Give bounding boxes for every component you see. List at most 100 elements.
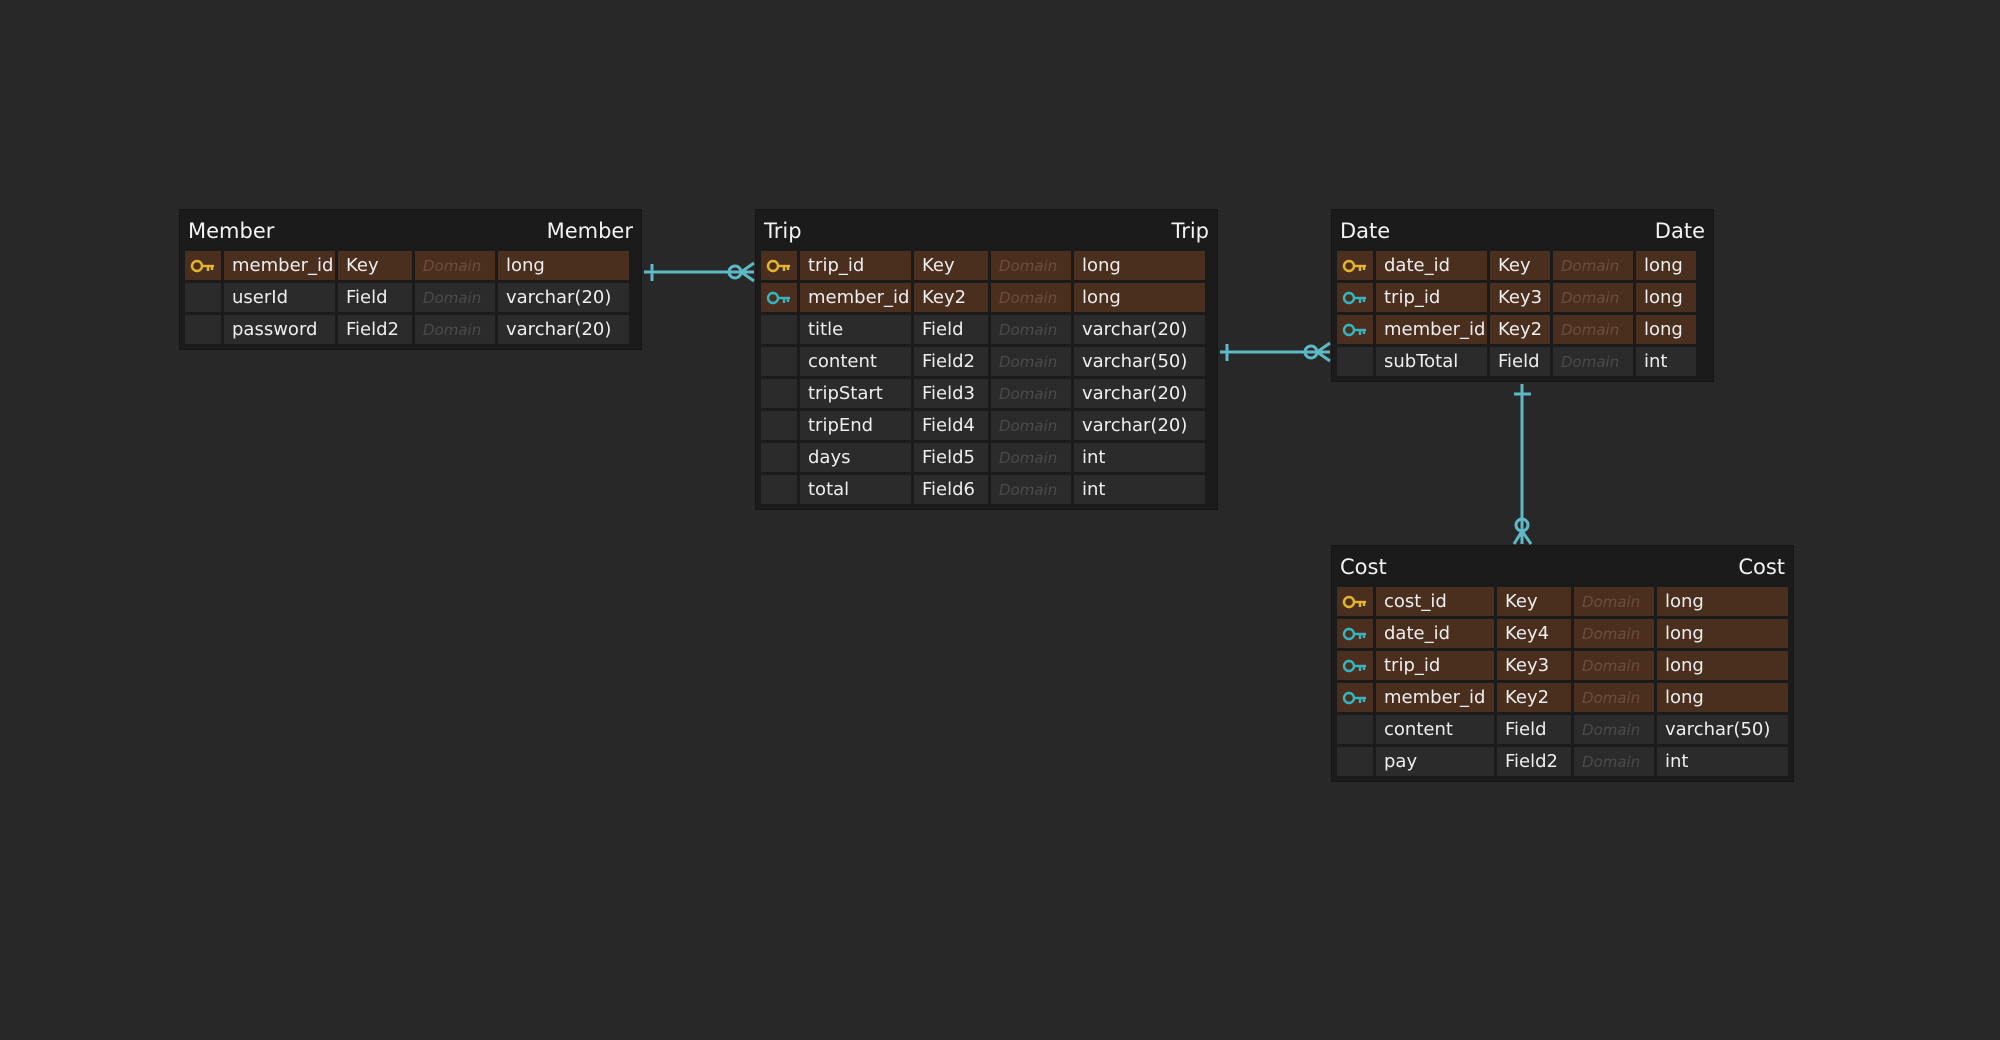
attribute-type: long <box>1657 683 1788 712</box>
attribute-type: long <box>498 251 629 280</box>
attribute-domain: Domain <box>1574 747 1654 776</box>
attribute-name: trip_id <box>1376 283 1487 312</box>
relationship-trip-date[interactable] <box>1220 341 1331 363</box>
key-icon-cell <box>185 251 221 280</box>
attribute-key: Field2 <box>914 347 988 376</box>
key-icon-cell <box>761 475 797 504</box>
key-icon-cell <box>1337 347 1373 376</box>
attribute-domain: Domain <box>1574 715 1654 744</box>
attribute-name: userId <box>224 283 335 312</box>
attribute-key: Key2 <box>1490 315 1550 344</box>
crowfoot-marker <box>1520 530 1533 545</box>
attribute-domain: Domain <box>991 411 1071 440</box>
attribute-key: Field <box>1497 715 1571 744</box>
key-icon-cell <box>1337 747 1373 776</box>
relationship-member-trip[interactable] <box>644 261 755 283</box>
attribute-name: total <box>800 475 911 504</box>
attribute-type: varchar(20) <box>498 283 629 312</box>
attribute-name: content <box>800 347 911 376</box>
attribute-type: long <box>1074 283 1205 312</box>
entity-subtitle: Cost <box>1738 554 1785 579</box>
entity-subtitle: Trip <box>1171 218 1209 243</box>
crowfoot-marker <box>1316 350 1331 363</box>
attribute-name: date_id <box>1376 619 1494 648</box>
attribute-type: varchar(50) <box>1074 347 1205 376</box>
attribute-domain: Domain <box>991 315 1071 344</box>
zero-marker <box>1303 344 1319 360</box>
key-icon-cell <box>761 379 797 408</box>
attribute-name: title <box>800 315 911 344</box>
attribute-key: Field6 <box>914 475 988 504</box>
entity-title: Trip <box>764 218 802 243</box>
attribute-type: long <box>1636 251 1696 280</box>
relationship-date-cost[interactable] <box>1512 384 1533 545</box>
attribute-domain: Domain <box>1574 619 1654 648</box>
attribute-key: Field <box>338 283 412 312</box>
key-icon-cell <box>1337 651 1373 680</box>
attribute-type: int <box>1636 347 1696 376</box>
attribute-key: Field3 <box>914 379 988 408</box>
attribute-domain: Domain <box>991 475 1071 504</box>
key-icon-cell <box>761 315 797 344</box>
attribute-key: Field2 <box>1497 747 1571 776</box>
attribute-type: long <box>1657 651 1788 680</box>
attribute-name: cost_id <box>1376 587 1494 616</box>
attribute-type: long <box>1636 283 1696 312</box>
attribute-type: int <box>1074 443 1205 472</box>
key-icon-cell <box>1337 251 1373 280</box>
attribute-domain: Domain <box>991 347 1071 376</box>
attribute-name: member_id <box>224 251 335 280</box>
entity-subtitle: Member <box>546 218 633 243</box>
key-icon-cell <box>1337 587 1373 616</box>
attribute-type: varchar(20) <box>1074 379 1205 408</box>
foreign-key-icon <box>1342 322 1368 338</box>
key-icon-cell <box>761 251 797 280</box>
crowfoot-marker <box>1316 341 1331 354</box>
attribute-type: long <box>1657 619 1788 648</box>
attribute-key: Key3 <box>1497 651 1571 680</box>
primary-key-icon <box>1342 258 1368 274</box>
attribute-domain: Domain <box>991 251 1071 280</box>
attribute-type: long <box>1074 251 1205 280</box>
foreign-key-icon <box>766 290 792 306</box>
attribute-type: long <box>1636 315 1696 344</box>
attribute-domain: Domain <box>415 251 495 280</box>
entity-title: Date <box>1340 218 1391 243</box>
crowfoot-marker <box>1512 530 1524 545</box>
attribute-domain: Domain <box>1553 315 1633 344</box>
key-icon-cell <box>1337 283 1373 312</box>
attribute-name: date_id <box>1376 251 1487 280</box>
attribute-domain: Domain <box>1574 651 1654 680</box>
attribute-key: Key4 <box>1497 619 1571 648</box>
attribute-key: Field <box>914 315 988 344</box>
attribute-name: subTotal <box>1376 347 1487 376</box>
